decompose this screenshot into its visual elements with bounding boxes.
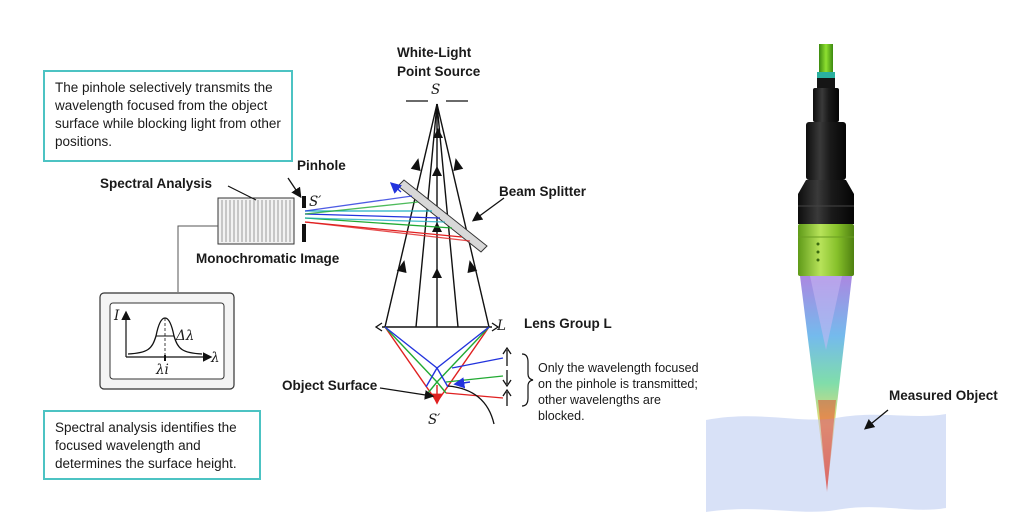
spectral-analysis-label: Spectral Analysis bbox=[100, 176, 213, 191]
source-title-line2: Point Source bbox=[397, 64, 481, 79]
beam-splitter-label: Beam Splitter bbox=[499, 184, 587, 199]
pinhole-callout-text: The pinhole selectively transmits the wa… bbox=[55, 80, 281, 149]
spectral-analysis-leader bbox=[227, 185, 257, 201]
blocked-wavelength-note: Only the wavelength focused on the pinho… bbox=[538, 361, 699, 423]
focused-rays bbox=[384, 326, 490, 403]
cable bbox=[177, 225, 218, 292]
source-symbol: S bbox=[431, 82, 441, 98]
spectrum-monitor bbox=[99, 292, 235, 390]
analysis-callout-text: Spectral analysis identifies the focused… bbox=[55, 420, 237, 471]
plot-x-axis-label: λ bbox=[211, 350, 220, 366]
spectrometer-block bbox=[217, 197, 295, 245]
object-surface-label: Object Surface bbox=[282, 378, 378, 393]
measured-object-leader bbox=[863, 409, 889, 430]
pinhole-callout: The pinhole selectively transmits the wa… bbox=[43, 70, 293, 162]
note-brace bbox=[521, 353, 534, 407]
object-image-symbol: S′ bbox=[428, 412, 441, 428]
lens-group-label: Lens Group L bbox=[524, 316, 612, 331]
beam-penetration bbox=[818, 400, 836, 492]
object-surface-leader bbox=[379, 387, 435, 400]
monochromatic-image-label: Monochromatic Image bbox=[196, 251, 340, 266]
plot-bandwidth-label: Δλ bbox=[176, 328, 195, 344]
plot-peak-label: λi bbox=[156, 362, 169, 378]
plot-y-axis-label: I bbox=[114, 308, 120, 324]
pinhole-label: Pinhole bbox=[297, 158, 346, 173]
measured-object-label: Measured Object bbox=[889, 388, 998, 403]
blue-return-arrow bbox=[453, 377, 471, 389]
blue-reflect-arrow bbox=[389, 182, 402, 194]
pinhole-image-symbol: S′ bbox=[309, 194, 322, 210]
pinhole-leader bbox=[287, 177, 302, 199]
source-title-line1: White-Light bbox=[397, 45, 472, 60]
ray-blockers bbox=[502, 346, 512, 406]
measured-object-sheet bbox=[706, 414, 946, 512]
lens-symbol: L bbox=[497, 318, 506, 334]
beam-splitter bbox=[397, 179, 488, 253]
analysis-callout: Spectral analysis identifies the focused… bbox=[43, 410, 261, 480]
surface-curve bbox=[447, 385, 495, 425]
probe-illustration bbox=[798, 44, 854, 490]
reflected-rays bbox=[304, 195, 471, 242]
beam-splitter-leader bbox=[471, 197, 505, 222]
